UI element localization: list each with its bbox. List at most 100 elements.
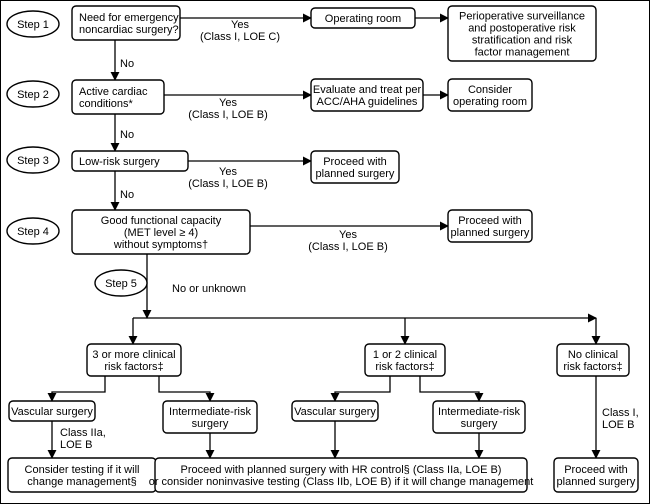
node-text: risk factors‡ [104,361,163,373]
step-5: Step 5 [94,269,148,297]
edge-label-class-i: Class I, [602,407,639,419]
edge-label-no-unknown: No or unknown [172,283,246,295]
node-text: operating room [453,96,527,108]
node-box [86,343,182,377]
node-box [71,79,165,115]
node-box [553,457,639,493]
edge-label-yes1: Yes [231,19,249,31]
node-box [162,400,258,434]
node-text: Good functional capacity [101,215,222,227]
node-q3: Low-risk surgery [71,150,189,172]
node-text: Need for emergency [79,12,179,24]
step-label: Step 4 [17,226,49,238]
step-2: Step 2 [6,80,60,108]
node-box [154,457,528,493]
node-box [447,5,597,62]
node-box [310,78,424,112]
step-1: Step 1 [6,10,60,38]
node-text: planned surgery [451,227,530,239]
step-oval [6,146,60,174]
edge-label-yes1: (Class I, LOE C) [200,31,280,43]
node-box [432,400,526,434]
node-text: Consider testing if it will [25,464,140,476]
node-box [71,209,251,255]
node-vasc2: Vascular surgery [291,400,379,422]
node-text: Operating room [325,13,401,25]
node-text: Evaluate and treat per [313,84,422,96]
step-label: Step 5 [105,278,137,290]
node-text: Perioperative surveillance [459,11,585,23]
node-operating-room: Operating room [310,7,416,29]
node-text: 3 or more clinical [92,349,175,361]
node-text: conditions* [79,98,134,110]
node-text: Vascular surgery [294,406,376,418]
node-text: or consider noninvasive testing (Class I… [149,476,534,488]
node-box [447,78,533,112]
node-text: planned surgery [316,168,395,180]
edge-label-class-iia: Class IIa, [60,427,106,439]
node-text: Consider [468,84,512,96]
step-3: Step 3 [6,146,60,174]
node-text: planned surgery [557,476,636,488]
edge-label-yes2: Yes [219,97,237,109]
edge-label-yes4: Yes [339,229,357,241]
node-box [310,7,416,29]
step-oval [6,217,60,245]
node-box [71,5,181,41]
node-text: factor management [475,47,570,59]
node-text: No clinical [568,349,618,361]
node-text: Proceed with [564,464,628,476]
connector-arrow [330,376,391,402]
node-box [291,400,379,422]
node-text: Proceed with planned surgery with HR con… [181,464,502,476]
node-box [8,400,96,422]
node-text: Proceed with [323,156,387,168]
node-text: Low-risk surgery [79,156,160,168]
node-text: Intermediate-risk [169,406,251,418]
edge-label-no3: No [120,189,134,201]
edge-label-yes3: (Class I, LOE B) [188,178,267,190]
node-box [71,150,189,172]
node-text: Intermediate-risk [438,406,520,418]
node-text: Proceed with [458,215,522,227]
step-oval [6,80,60,108]
connector-arrow [47,376,106,402]
node-vasc1: Vascular surgery [8,400,96,422]
node-box [556,343,630,377]
connector-arrow [158,376,215,402]
edge-label-class-iia: LOE B [60,439,92,451]
step-oval [94,269,148,297]
node-text: risk factors‡ [563,361,622,373]
step-label: Step 2 [17,89,49,101]
node-text: change management§ [27,476,136,488]
node-text: ACC/AHA guidelines [317,96,418,108]
step-oval [6,10,60,38]
node-proceed-hr: Proceed with planned surgery with HR con… [149,457,534,493]
node-box [364,343,446,377]
node-text: and postoperative risk [468,23,576,35]
edge-label-yes4: (Class I, LOE B) [308,241,387,253]
node-text: (MET level ≥ 4) [124,227,198,239]
step-4: Step 4 [6,217,60,245]
node-text: surgery [461,418,498,430]
edge-label-no1: No [120,58,134,70]
node-box [447,209,533,243]
node-text: Active cardiac [79,86,148,98]
node-text: risk factors‡ [375,361,434,373]
edge-label-yes2: (Class I, LOE B) [188,109,267,121]
node-box [310,150,400,184]
node-text: stratification and risk [472,35,573,47]
